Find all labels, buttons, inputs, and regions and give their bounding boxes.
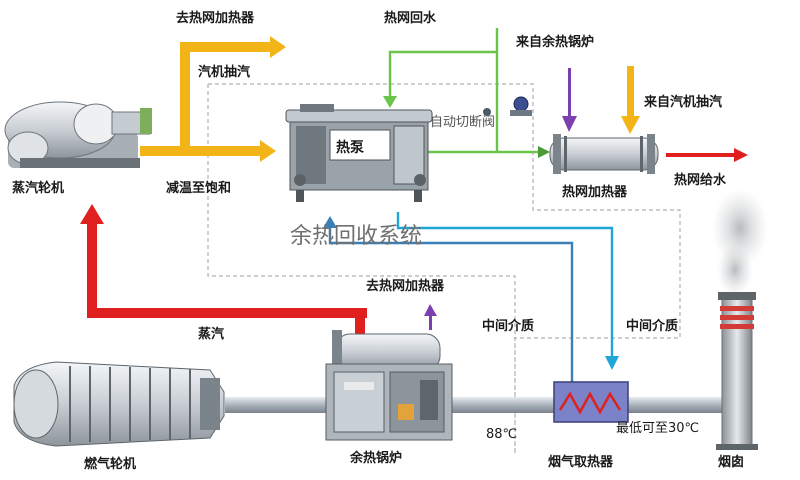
labels: 去热网加热器 热网回水 来自余热锅炉 汽机抽汽 自动切断阀 来自汽机抽汽 蒸汽轮… [12, 10, 744, 472]
grid-heater-illustration [549, 134, 659, 174]
label-to-heater-mid: 去热网加热器 [366, 278, 445, 294]
label-medium-right: 中间介质 [626, 318, 678, 334]
label-min-temp: 最低可至30℃ [616, 421, 699, 436]
flue-duct [225, 397, 735, 413]
label-medium-left: 中间介质 [482, 318, 534, 334]
label-temp-88: 88℃ [486, 427, 517, 442]
label-hrsg: 余热锅炉 [349, 450, 402, 466]
hrsg-illustration [325, 330, 453, 441]
label-return-water: 热网回水 [384, 10, 437, 26]
label-steam-turbine: 蒸汽轮机 [12, 180, 64, 196]
label-flue-heat: 烟气取热器 [548, 454, 614, 470]
flue-heat-extractor [553, 381, 629, 423]
gas-turbine-illustration [13, 361, 225, 447]
heat-pump-illustration [285, 104, 433, 202]
medium-arrow-left [323, 216, 337, 228]
label-to-heater-top: 去热网加热器 [176, 10, 255, 26]
steam-turbine-illustration [4, 101, 152, 168]
extraction-steam-lines [140, 36, 640, 162]
label-supply-water: 热网给水 [674, 172, 727, 188]
label-steam: 蒸汽 [198, 326, 224, 342]
purple-lines [424, 68, 577, 330]
label-gas-turbine: 燃气轮机 [84, 456, 136, 472]
system-boundary [207, 83, 681, 455]
heater-inlet-arrow [538, 146, 550, 158]
medium-lines [328, 212, 614, 382]
label-grid-heater: 热网加热器 [562, 184, 628, 200]
label-heat-pump: 热泵 [336, 139, 364, 156]
label-from-turbine-extract: 来自汽机抽汽 [643, 94, 722, 110]
auto-valve-icon [483, 96, 532, 116]
label-turbine-extract: 汽机抽汽 [198, 64, 250, 80]
label-from-boiler: 来自余热锅炉 [515, 34, 594, 50]
return-arrow [383, 96, 397, 108]
steam-line [80, 148, 748, 340]
label-chimney: 烟囱 [718, 454, 744, 470]
chimney-illustration [712, 188, 768, 450]
system-title: 余热回收系统 [290, 224, 422, 249]
label-auto-valve: 自动切断阀 [430, 115, 495, 130]
return-water-lines [388, 28, 540, 154]
label-desuperheat: 减温至饱和 [166, 180, 231, 196]
medium-arrow-right [605, 356, 619, 370]
